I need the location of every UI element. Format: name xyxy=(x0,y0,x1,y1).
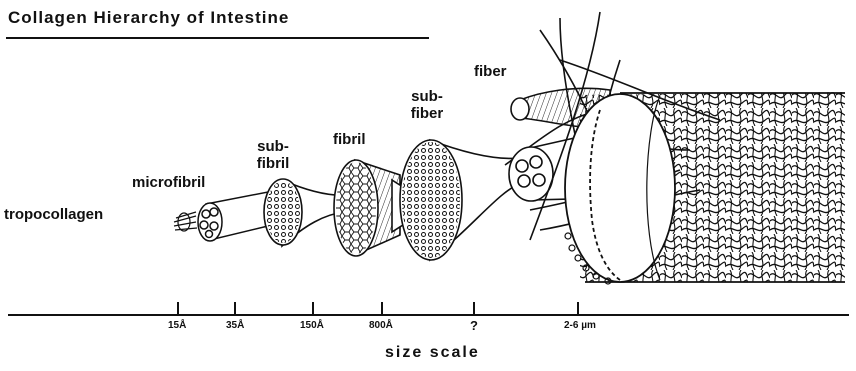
label-subfibril-line2: fibril xyxy=(254,155,292,172)
label-subfiber: sub- fiber xyxy=(405,88,449,122)
subfibril-structure xyxy=(264,179,345,246)
fiber-bundle-structure xyxy=(565,92,845,284)
tropocollagen-structure xyxy=(174,212,197,231)
label-subfibril-line1: sub- xyxy=(254,138,292,155)
scale-label-unknown: ? xyxy=(470,318,478,333)
scale-label-15a: 15Å xyxy=(168,320,186,331)
scale-label-35a: 35Å xyxy=(226,320,244,331)
label-subfibril: sub- fibril xyxy=(254,138,292,172)
size-scale-caption: size scale xyxy=(385,344,480,362)
label-subfiber-line1: sub- xyxy=(405,88,449,105)
label-tropocollagen: tropocollagen xyxy=(4,206,103,223)
microfibril-structure xyxy=(198,192,268,241)
scale-label-2-6um: 2-6 µm xyxy=(564,320,596,331)
label-subfiber-line2: fiber xyxy=(405,105,449,122)
label-fiber: fiber xyxy=(474,63,507,80)
label-fibril: fibril xyxy=(333,131,366,148)
subfiber-structure xyxy=(400,140,520,260)
scale-label-800a: 800Å xyxy=(369,320,393,331)
size-scale-axis xyxy=(8,302,849,315)
scale-label-150a: 150Å xyxy=(300,320,324,331)
label-microfibril: microfibril xyxy=(132,174,205,191)
